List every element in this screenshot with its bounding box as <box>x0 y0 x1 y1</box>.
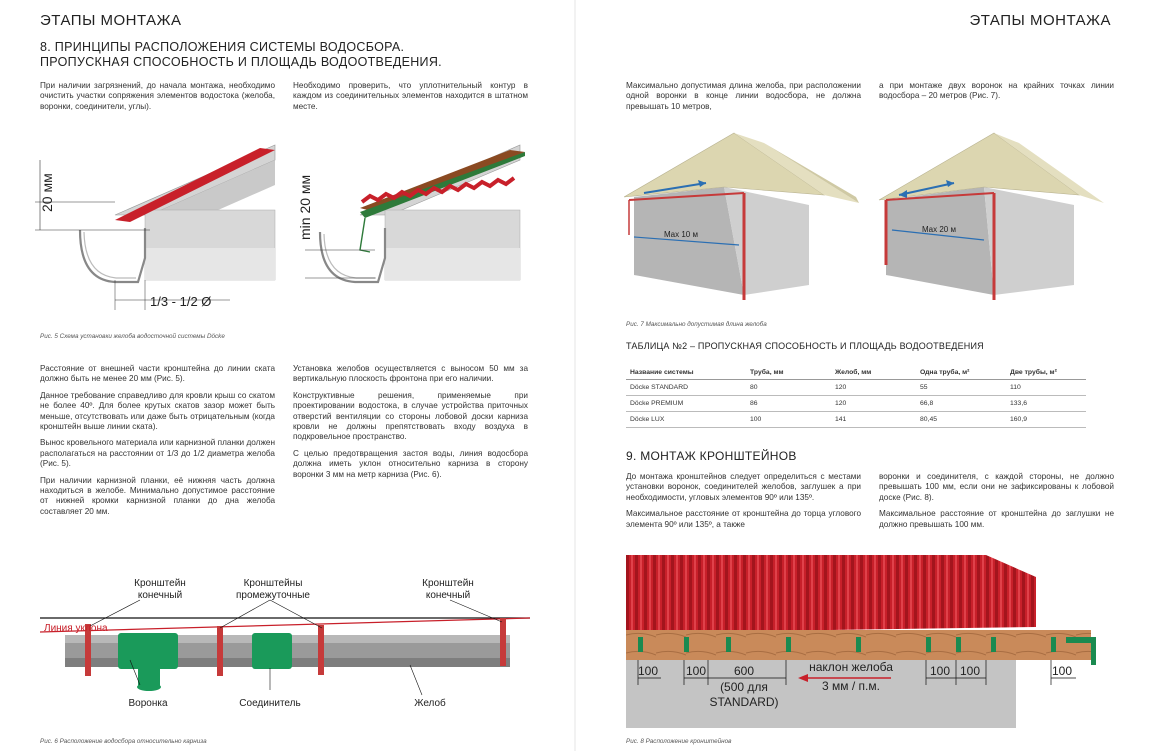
table-row: Döcke PREMIUM 86 120 66,8 133,6 <box>626 395 1086 412</box>
body-col1-para: Данное требование справедливо для кровли… <box>40 390 275 432</box>
fig8-dim-100: 100 <box>638 664 658 678</box>
section-9-title: 9. МОНТАЖ КРОНШТЕЙНОВ <box>626 449 797 463</box>
table-cell: Döcke STANDARD <box>626 379 746 396</box>
fig6-brackets <box>85 618 506 676</box>
fig8-label-slope-value: 3 мм / п.м. <box>822 679 880 693</box>
body-text-col1: Расстояние от внешней части кронштейна д… <box>40 364 275 523</box>
fig6-funnel-shape <box>118 633 178 691</box>
fig6-connector-shape <box>252 633 292 669</box>
table-header-cell: Труба, мм <box>746 366 831 380</box>
table-cell: 160,9 <box>1006 411 1086 428</box>
fig7-max-gutter-length-diagram: Max 10 м Max 20 м <box>624 132 1104 300</box>
page-header-right: ЭТАПЫ МОНТАЖА <box>969 12 1111 29</box>
fig7-label-max10: Max 10 м <box>664 230 698 239</box>
table-cell: 80,45 <box>916 411 1006 428</box>
section-8-title-line1: 8. ПРИНЦИПЫ РАСПОЛОЖЕНИЯ СИСТЕМЫ ВОДОСБО… <box>40 40 405 54</box>
body-text-col2: Установка желобов осуществляется с вынос… <box>293 364 528 486</box>
sec9-col2-para: воронки и соединителя, с каждой стороны,… <box>879 472 1114 502</box>
fig8-corrugated-roof <box>626 555 1036 633</box>
table-cell: 100 <box>746 411 831 428</box>
table-row: Döcke LUX 100 141 80,45 160,9 <box>626 411 1086 428</box>
fig6-label-end-bracket-left: Кронштейн <box>134 578 186 589</box>
body-col1-para: При наличии карнизной планки, её нижняя … <box>40 475 275 516</box>
fig7-caption: Рис. 7 Максимально допустимая длина жело… <box>626 321 767 328</box>
body-col2-para: С целью предотвращения застоя воды, лини… <box>293 448 528 479</box>
table-cell: 120 <box>831 379 916 396</box>
table2-title: ТАБЛИЦА №2 – ПРОПУСКНАЯ СПОСОБНОСТЬ И ПЛ… <box>626 341 984 351</box>
fig8-label-standard: STANDARD) <box>709 695 778 709</box>
fig6-label-end-bracket-right: Кронштейн <box>422 578 474 589</box>
table-cell: Döcke PREMIUM <box>626 395 746 412</box>
table-cell: 86 <box>746 395 831 412</box>
page-spread-gutter <box>574 0 576 751</box>
table-header-row: Название системы Труба, мм Желоб, мм Одн… <box>626 366 1086 380</box>
sec9-text-col2: воронки и соединителя, с каждой стороны,… <box>879 472 1114 536</box>
table-row: Döcke STANDARD 80 120 55 110 <box>626 379 1086 396</box>
left-page: ЭТАПЫ МОНТАЖА 8. ПРИНЦИПЫ РАСПОЛОЖЕНИЯ С… <box>0 0 575 751</box>
fig8-dim-100: 100 <box>930 664 950 678</box>
sec9-col1-para: Максимальное расстояние от кронштейна до… <box>626 509 861 529</box>
section-8-title-line2: ПРОПУСКНАЯ СПОСОБНОСТЬ И ПЛОЩАДЬ ВОДООТВ… <box>40 55 442 69</box>
fig8-brackets <box>638 637 1056 652</box>
fig5-gutter-installation-diagram: 20 мм 1/3 - 1/2 Ø min 20 мм <box>35 144 525 310</box>
fig8-wall <box>626 660 1016 728</box>
fig5-label-ratio: 1/3 - 1/2 Ø <box>150 294 211 309</box>
fig8-dim-100: 100 <box>960 664 980 678</box>
page-header-left: ЭТАПЫ МОНТАЖА <box>40 12 182 29</box>
fig8-caption: Рис. 8 Расположение кронштейнов <box>626 738 732 745</box>
fig6-label-gutter: Желоб <box>414 697 446 709</box>
table-cell: 80 <box>746 379 831 396</box>
sec9-text-col1: До монтажа кронштейнов следует определит… <box>626 472 861 536</box>
fig8-bracket-placement-diagram: 100 100 100 100 100 600 (500 для STANDAR… <box>626 555 1096 728</box>
fig5-label-20mm: 20 мм <box>39 173 55 212</box>
table-cell: 66,8 <box>916 395 1006 412</box>
fig6-gutter-layout-diagram: Кронштейн конечный Кронштейны промежуточ… <box>39 578 531 709</box>
table-cell: 55 <box>916 379 1006 396</box>
right-intro-col2: а при монтаже двух воронок на крайних то… <box>879 81 1114 101</box>
fig5-right-detail <box>305 144 525 284</box>
fig7-label-max20: Max 20 м <box>922 225 956 234</box>
intro-text-col1: При наличии загрязнений, до начала монта… <box>40 81 275 111</box>
fig6-label-end-bracket-left: конечный <box>138 590 182 601</box>
intro-text-col2: Необходимо проверить, что уплотнительный… <box>293 81 528 111</box>
table-cell: 120 <box>831 395 916 412</box>
fig5-label-min20mm: min 20 мм <box>297 175 313 240</box>
fig8-dim-100: 100 <box>686 664 706 678</box>
table-header-cell: Одна труба, м² <box>916 366 1006 380</box>
fig8-dimension-lines <box>637 660 1076 685</box>
fig6-label-mid-brackets: промежуточные <box>236 590 310 601</box>
body-col2-para: Установка желобов осуществляется с вынос… <box>293 364 528 384</box>
right-page: ЭТАПЫ МОНТАЖА Максимально допустимая дли… <box>576 0 1151 751</box>
body-col2-para: Конструктивные решения, применяемые при … <box>293 390 528 442</box>
table-header-cell: Желоб, мм <box>831 366 916 380</box>
body-col1-para: Вынос кровельного материала или карнизно… <box>40 438 275 469</box>
sec9-col1-para: До монтажа кронштейнов следует определит… <box>626 472 861 502</box>
table-cell: 133,6 <box>1006 395 1086 412</box>
fig6-label-mid-brackets: Кронштейны <box>244 578 303 589</box>
fig6-label-funnel: Воронка <box>128 698 167 709</box>
fig8-label-500: (500 для <box>720 680 768 694</box>
fig6-label-end-bracket-right: конечный <box>426 590 470 601</box>
table-cell: 141 <box>831 411 916 428</box>
fig5-caption: Рис. 5 Схема установки желоба водосточно… <box>40 333 225 340</box>
fig8-dim-600: 600 <box>734 664 754 678</box>
fig6-label-slope-line: Линия уклона <box>44 623 108 634</box>
right-intro-col1: Максимально допустимая длина желоба, при… <box>626 81 861 111</box>
body-col1-para: Расстояние от внешней части кронштейна д… <box>40 364 275 384</box>
fig8-label-slope: наклон желоба <box>809 660 893 674</box>
fig5-left-detail <box>35 144 276 310</box>
table-header-cell: Две трубы, м² <box>1006 366 1086 380</box>
table-cell: Döcke LUX <box>626 411 746 428</box>
fig7-house-two-funnels <box>878 132 1104 300</box>
fig8-dim-100: 100 <box>1052 664 1072 678</box>
table2-capacity: Название системы Труба, мм Желоб, мм Одн… <box>626 366 1086 428</box>
fig6-label-connector: Соединитель <box>239 698 300 709</box>
fig6-caption: Рис. 6 Расположение водосбора относитель… <box>40 738 207 745</box>
table-cell: 110 <box>1006 379 1086 396</box>
table-header-cell: Название системы <box>626 366 746 380</box>
sec9-col2-para: Максимальное расстояние от кронштейна до… <box>879 509 1114 529</box>
fig7-house-one-funnel <box>624 132 859 300</box>
